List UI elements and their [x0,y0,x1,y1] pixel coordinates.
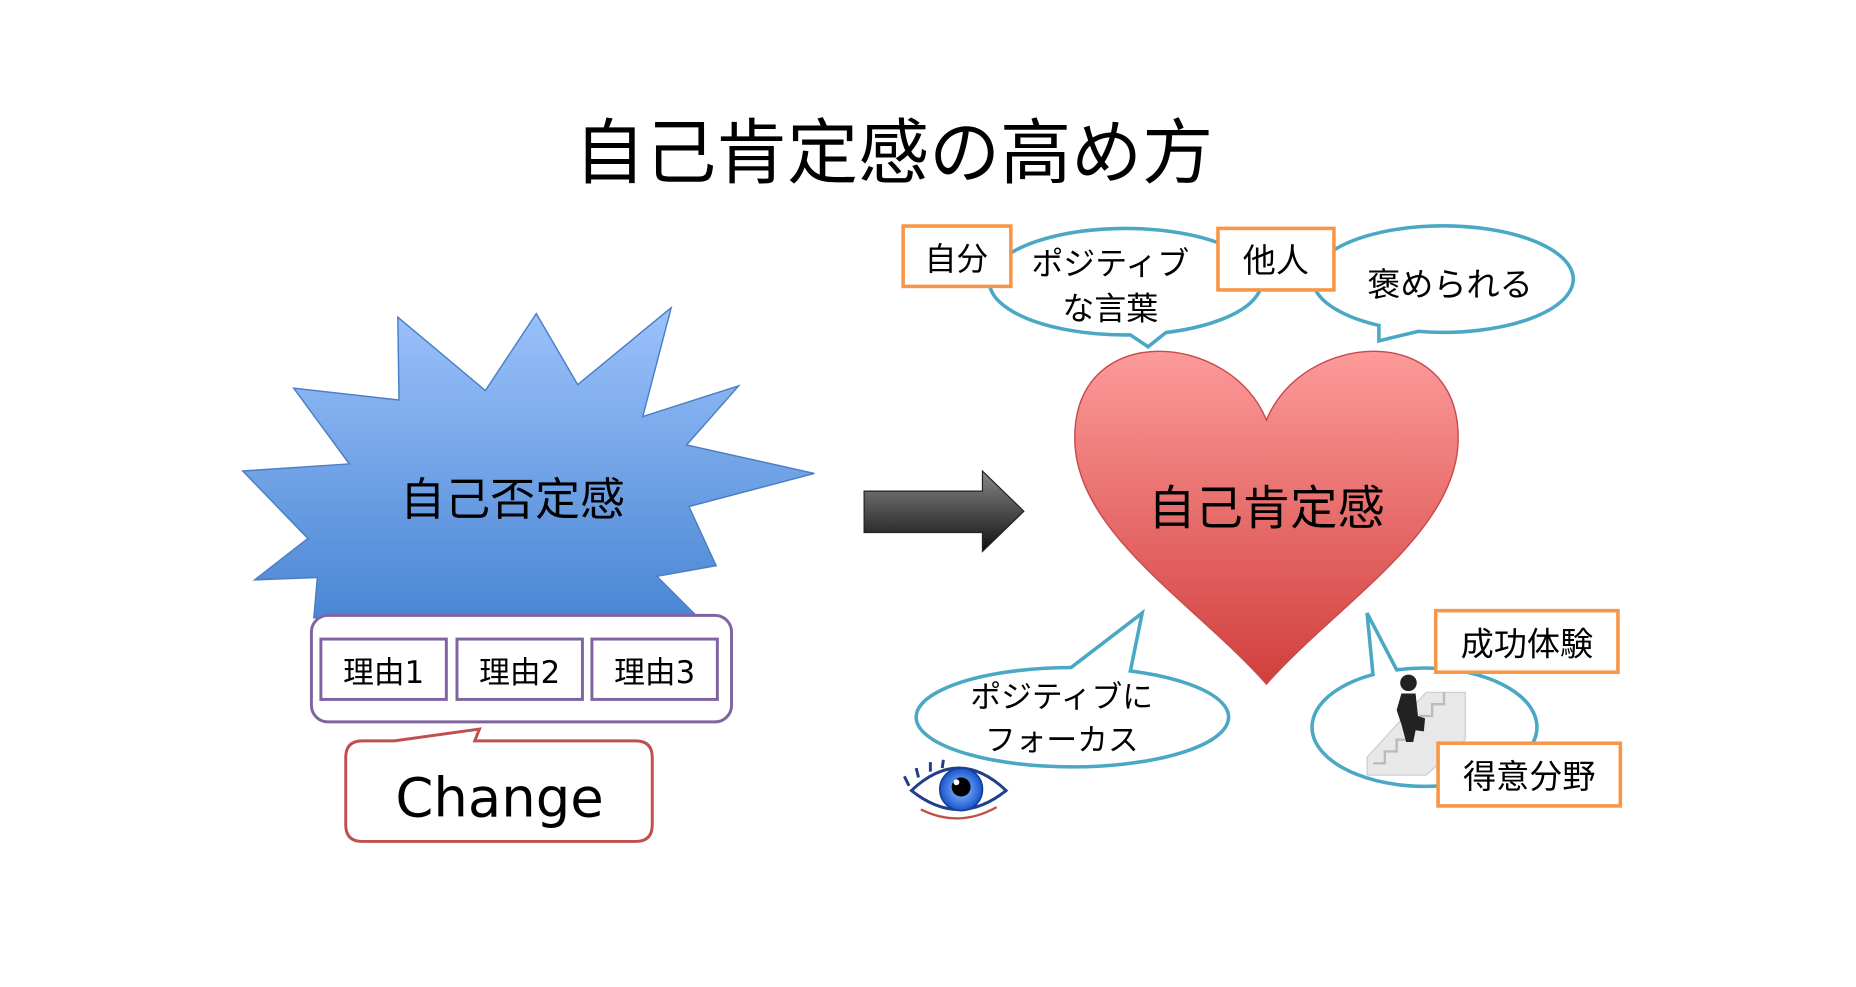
burst-label: 自己否定感 [400,473,625,526]
self-tag: 自分 [924,240,988,278]
success-tag: 成功体験 [1461,625,1593,664]
positive-words-line1: ポジティブ [1031,245,1189,283]
negative-burst-shape [241,305,815,619]
slide-title: 自己肯定感の高め方 [574,112,1213,195]
heart-label: 自己肯定感 [1148,481,1385,536]
praised-label: 褒められる [1367,265,1533,304]
self-tag-box [901,224,1013,289]
others-tag: 他人 [1243,241,1309,280]
success-tag-box [1433,608,1620,674]
heart-shape [1074,350,1459,686]
change-label: Change [395,766,603,830]
reason-label: 理由3 [614,655,695,691]
reason-box-3: 理由3 [590,637,719,701]
focus-line1: ポジティブに [970,680,1153,716]
reason-label: 理由2 [479,655,560,691]
positive-words-bubble [987,226,1264,349]
reason-label: 理由1 [343,655,424,691]
change-callout [344,727,654,843]
eye-icon [901,757,1009,820]
strength-tag: 得意分野 [1463,757,1596,796]
focus-line2: フォーカス [985,722,1139,758]
strength-tag-box [1436,741,1623,808]
others-tag-box [1216,226,1336,292]
right-arrow-icon [863,469,1025,553]
focus-bubble [914,608,1231,769]
reason-box-2: 理由2 [455,637,584,701]
reason-box-1: 理由1 [319,637,448,701]
positive-words-line2: な言葉 [1062,290,1158,328]
